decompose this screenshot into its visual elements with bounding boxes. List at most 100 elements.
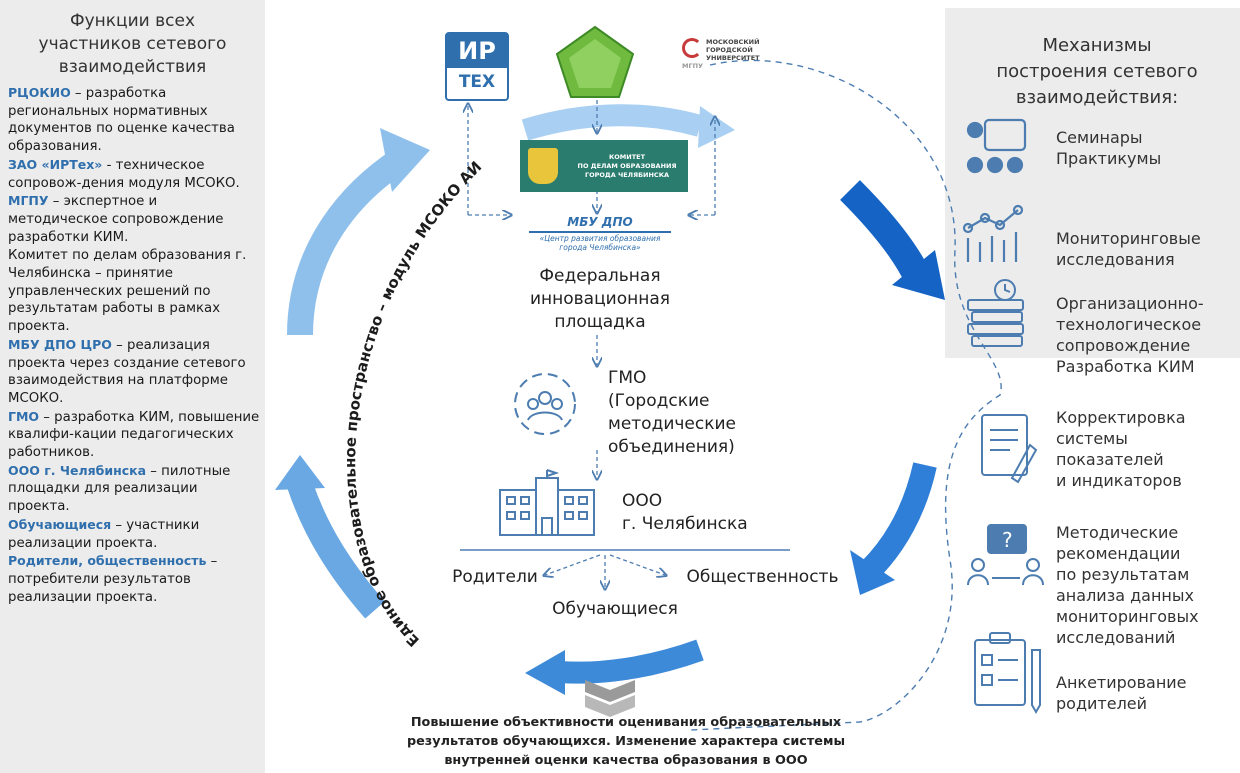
cycle-arrowhead [275, 455, 325, 490]
function-keyword: МБУ ДПО ЦРО [8, 336, 112, 352]
mbu-title: МБУ ДПО [567, 215, 633, 229]
participant-functions-list: РЦОКИО – разработка региональных нормати… [8, 84, 260, 606]
left-title-line: участников сетевого [38, 34, 227, 54]
mechanism-text: системы [1056, 429, 1128, 448]
committee-text: ГОРОДА ЧЕЛЯБИНСКА [584, 170, 670, 179]
committee-text: КОМИТЕТ [608, 152, 646, 161]
mechanism-recommendations: Методические рекомендации по результатам… [1056, 522, 1199, 648]
function-text: - техническое сопровож-дения модуля МСОК… [8, 157, 240, 191]
left-panel-title: Функции всех участников сетевого взаимод… [0, 10, 265, 79]
mbu-subtitle: города Челябинска» [559, 243, 641, 252]
mechanism-text: Корректировка [1056, 408, 1186, 427]
mechanism-text: мониторинговых [1056, 607, 1199, 626]
right-title-line: построения сетевого [996, 61, 1198, 82]
function-text: Комитет по делам образования г. Челябинс… [8, 248, 247, 335]
right-title-line: взаимодействия: [1015, 87, 1179, 108]
function-text: – участники реализации проекта. [8, 517, 200, 551]
federal-innovation-site: Федеральная инновационная площадка [520, 265, 680, 334]
federal-line: площадка [554, 312, 646, 332]
mechanism-text: Семинары [1056, 128, 1143, 147]
cycle-arrow-right-top [840, 180, 931, 285]
seminar-icon [966, 118, 1027, 174]
federal-line: инновационная [529, 289, 670, 309]
mechanism-text: исследования [1056, 250, 1175, 269]
mechanism-text: родителей [1056, 694, 1148, 713]
svg-text:?: ? [1002, 528, 1013, 552]
ooo-line: г. Челябинска [622, 514, 748, 534]
function-item-mgpu: МГПУ – экспертное и методическое сопрово… [8, 192, 260, 246]
committee-logo: КОМИТЕТ ПО ДЕЛАМ ОБРАЗОВАНИЯ ГОРОДА ЧЕЛЯ… [520, 140, 688, 192]
school-building-icon [499, 469, 595, 536]
question-people-icon: ? [967, 524, 1044, 586]
mechanism-text: рекомендации [1056, 544, 1181, 563]
function-text: – экспертное и методическое сопровождени… [8, 194, 224, 245]
cycle-arrow-bottom [559, 639, 704, 684]
function-text: – реализация проекта через создание сете… [8, 337, 246, 406]
mechanism-text: показателей [1056, 450, 1164, 469]
mechanism-survey: Анкетирование родителей [1056, 672, 1187, 714]
irtech-logo-bottom: ТЕХ [458, 72, 496, 92]
ooo-line: ООО [622, 491, 663, 511]
cycle-arrow-top-left [287, 149, 408, 336]
cycle-arrow-left-bottom [287, 480, 385, 619]
mechanism-text: Анкетирование [1056, 673, 1187, 692]
function-item-committee: Комитет по делам образования г. Челябинс… [8, 246, 260, 336]
left-title-line: взаимодействия [58, 57, 207, 77]
mechanism-text: Организационно- [1056, 294, 1204, 313]
function-text: – потребители результатов реализации про… [8, 554, 218, 605]
left-panel [0, 0, 265, 773]
result-line: внутренней оценки качества образования в… [444, 753, 808, 768]
mechanism-text: Разработка КИМ [1056, 357, 1195, 376]
mechanism-seminars: Семинары Практикумы [1056, 127, 1161, 169]
ooo-label: ООО г. Челябинска [622, 490, 772, 536]
mechanism-text: технологическое [1056, 315, 1202, 334]
mgpu-text: УНИВЕРСИТЕТ [706, 54, 760, 62]
function-keyword: Родители, общественность [8, 553, 207, 569]
irtech-logo: ИР ТЕХ [445, 32, 509, 101]
function-item-parents: Родители, общественность – потребители р… [8, 552, 260, 606]
mechanism-text: исследований [1056, 628, 1176, 647]
function-item-rtsokio: РЦОКИО – разработка региональных нормати… [8, 84, 260, 156]
mbu-subtitle: «Центр развития образования [539, 234, 661, 243]
function-text: – разработка КИМ, повышение квалифи-каци… [8, 409, 260, 461]
mbu-dpo-logo: МБУ ДПО «Центр развития образования горо… [525, 215, 675, 260]
federal-line: Федеральная [539, 266, 661, 286]
mechanism-indicators: Корректировка системы показателей и инди… [1056, 407, 1186, 491]
cycle-arrowhead [850, 550, 895, 595]
gmo-line: (Городские [608, 391, 710, 411]
people-circle-icon [514, 373, 576, 435]
mechanism-text: Методические [1056, 523, 1179, 542]
mechanism-text: сопровождение [1056, 336, 1191, 355]
rtsokio-pentagon-logo [555, 25, 635, 98]
parents-label: Родители [452, 567, 538, 587]
gmo-line: объединения) [608, 437, 735, 457]
function-text: – разработка региональных нормативных до… [8, 86, 235, 155]
function-keyword: МГПУ [8, 193, 49, 209]
cycle-arrow-top [521, 104, 703, 141]
function-keyword: РЦОКИО [8, 85, 71, 100]
function-item-irtech: ЗАО «ИРТех» - техническое сопровож-дения… [8, 156, 260, 192]
mgpu-text: МОСКОВСКИЙ [706, 38, 760, 46]
mgpu-logo: МОСКОВСКИЙ ГОРОДСКОЙ УНИВЕРСИТЕТ МГПУ [682, 32, 762, 92]
function-keyword: Обучающиеся [8, 516, 112, 532]
dashed-link [609, 554, 665, 575]
dashed-bracket [689, 59, 1002, 731]
arc-label: Единое образовательное пространство – мо… [0, 0, 485, 650]
gmo-line: методические [608, 414, 737, 434]
cycle-arrowhead [525, 650, 565, 695]
cycle-arrowhead [380, 128, 430, 192]
cycle-arrowhead [698, 106, 735, 148]
gmo-line: ГМО [608, 368, 647, 388]
right-panel-title: Механизмы построения сетевого взаимодейс… [958, 33, 1236, 111]
dashed-link [545, 554, 601, 575]
committee-text: ПО ДЕЛАМ ОБРАЗОВАНИЯ [577, 161, 677, 170]
function-item-students: Обучающиеся – участники реализации проек… [8, 516, 260, 552]
mechanism-text: анализа данных [1056, 586, 1194, 605]
mechanism-text: Мониторинговые [1056, 229, 1201, 248]
result-statement: Повышение объективности оценивания образ… [330, 713, 922, 770]
function-item-mbu-dpo: МБУ ДПО ЦРО – реализация проекта через с… [8, 336, 260, 408]
students-label: Обучающиеся [552, 599, 678, 619]
public-label: Общественность [686, 567, 839, 587]
function-keyword: ЗАО «ИРТех» [8, 156, 103, 172]
cycle-arrowhead [892, 250, 945, 300]
